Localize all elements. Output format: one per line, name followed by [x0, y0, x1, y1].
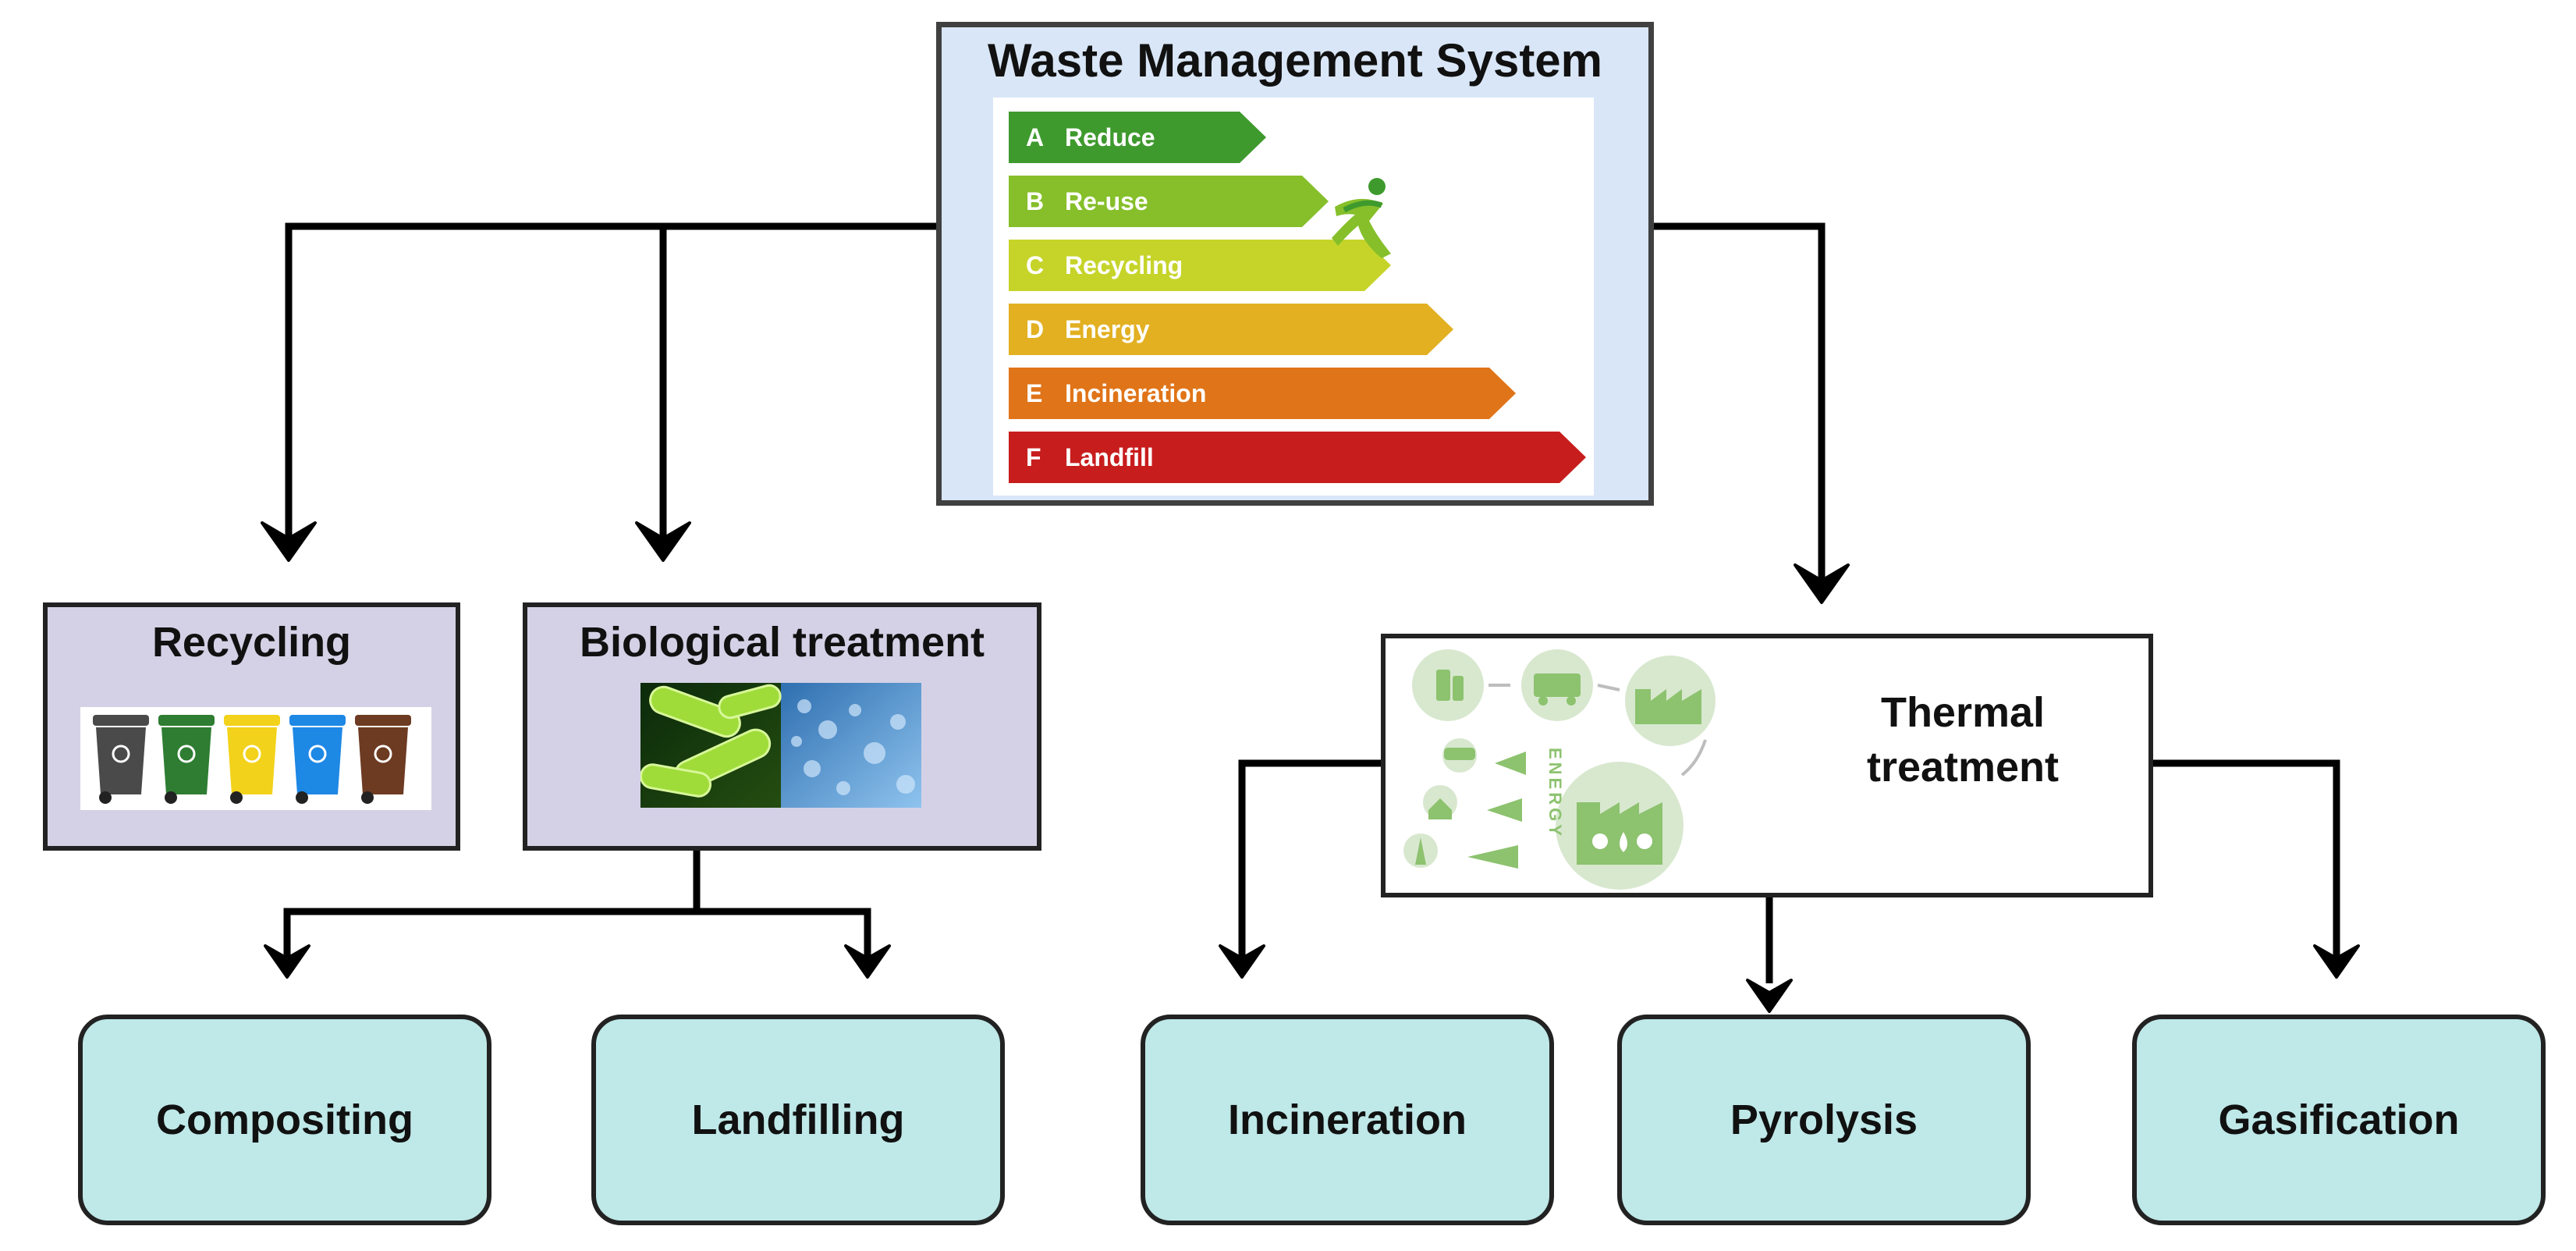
ladder-row-energy: D Energy	[1009, 304, 1453, 355]
ladder-row-recycling: C Recycling	[1009, 240, 1391, 291]
thermal-label-line2: treatment	[1866, 744, 2060, 791]
waste-management-system-box: Waste Management System A Reduce B Re-us…	[936, 22, 1654, 506]
waste-to-energy-process-icon: ENERGY	[1403, 649, 1716, 890]
biological-title: Biological treatment	[579, 619, 985, 666]
incineration-box: Incineration	[1141, 1015, 1554, 1225]
connector-thermal-incineration	[1238, 759, 1381, 960]
connector-thermal-gasification	[2153, 759, 2340, 960]
ladder-letter: E	[1026, 378, 1043, 407]
arrowhead-thermal	[1794, 563, 1850, 604]
recycling-box: Recycling	[43, 602, 460, 851]
wheelie-bins-icon	[93, 715, 411, 804]
ladder-letter: C	[1026, 251, 1045, 279]
thermal-label-line1: Thermal	[1880, 689, 2046, 736]
connector-main-thermal	[1654, 222, 1826, 579]
gasification-box: Gasification	[2132, 1015, 2546, 1225]
wheelie-bin-icon	[158, 715, 215, 804]
microbes-image	[640, 683, 921, 808]
bacteria-icon	[640, 683, 921, 808]
waste-hierarchy-ladder: A Reduce B Re-use C Recycling D Energy E…	[993, 98, 1594, 496]
connector-bio-landfilling	[697, 908, 871, 960]
ladder-letter: D	[1026, 315, 1045, 343]
arrowhead-pyrolysis	[1746, 979, 1793, 1013]
wheelie-bin-icon	[355, 715, 411, 804]
compositing-box: Compositing	[78, 1015, 491, 1225]
recycling-title: Recycling	[151, 619, 352, 666]
arrowhead-biological	[635, 521, 691, 562]
recycling-runner-icon	[1332, 178, 1391, 258]
arrowhead-incineration	[1219, 944, 1265, 979]
ladder-label: Energy	[1065, 315, 1150, 343]
ladder-label: Incineration	[1065, 378, 1207, 407]
biological-treatment-box: Biological treatment	[523, 602, 1041, 851]
ladder-letter: A	[1026, 123, 1045, 151]
arrowhead-landfilling	[844, 944, 891, 979]
ladder-label: Re-use	[1065, 187, 1148, 215]
connector-bio-split	[283, 843, 701, 960]
ladder-row-incineration: E Incineration	[1009, 368, 1516, 419]
thermal-treatment-box: ENERGY Thermal treatment	[1381, 634, 2153, 897]
landfilling-box: Landfilling	[591, 1015, 1005, 1225]
arrowhead-gasification	[2313, 944, 2360, 979]
arrowhead-recycling	[261, 521, 317, 562]
ladder-letter: B	[1026, 187, 1045, 215]
main-title: Waste Management System	[987, 34, 1603, 87]
recycling-bins-image	[80, 707, 431, 810]
arrowhead-compositing	[264, 944, 310, 979]
pyrolysis-box: Pyrolysis	[1617, 1015, 2031, 1225]
ladder-label: Recycling	[1065, 251, 1183, 279]
wheelie-bin-icon	[93, 715, 149, 804]
ladder-letter: F	[1026, 442, 1041, 471]
energy-text: ENERGY	[1545, 748, 1565, 839]
ladder-label: Landfill	[1065, 442, 1154, 471]
ladder-row-reuse: B Re-use	[1009, 176, 1329, 227]
ladder-row-reduce: A Reduce	[1009, 112, 1266, 163]
wheelie-bin-icon	[289, 715, 346, 804]
thermal-treatment-label: Thermal treatment	[1795, 685, 2131, 794]
wheelie-bin-icon	[224, 715, 280, 804]
ladder-row-landfill: F Landfill	[1009, 432, 1586, 483]
ladder-label: Reduce	[1065, 123, 1155, 151]
connector-main-recycling	[285, 222, 936, 546]
